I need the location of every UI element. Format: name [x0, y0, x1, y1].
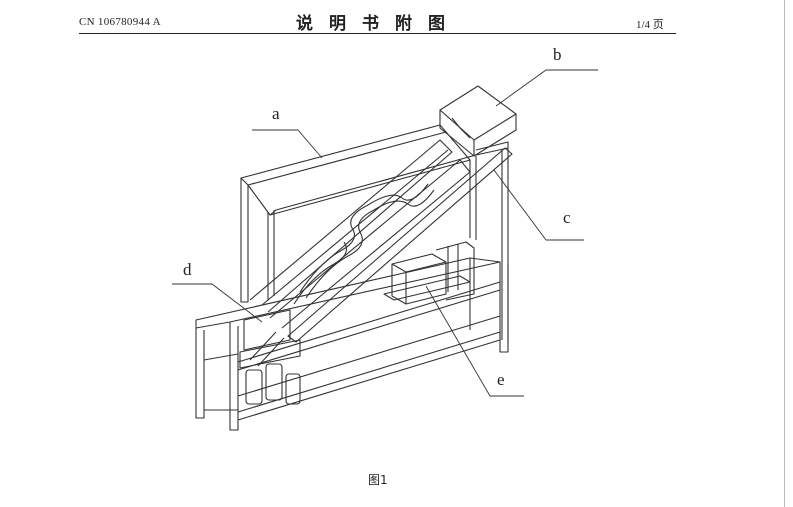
callout-b: b: [553, 45, 562, 64]
page-edge: [784, 0, 785, 507]
callout-e: e: [497, 370, 505, 389]
page-indicator: 1/4 页: [636, 19, 664, 31]
leader-lines: [172, 69, 598, 397]
chute-assembly: [249, 139, 471, 367]
callout-d: d: [183, 260, 192, 279]
header-rule: [79, 33, 676, 34]
publication-number: CN 106780944 A: [79, 16, 161, 28]
tank-assembly: [239, 309, 301, 405]
callout-c: c: [563, 208, 571, 227]
section-title: 说明书附图: [296, 14, 461, 34]
feeder-box: [439, 85, 517, 157]
motor-box: [383, 241, 475, 305]
base-frame: [195, 257, 509, 431]
callout-a: a: [272, 104, 280, 123]
diagonal-brace: [287, 147, 513, 343]
figure-caption: 图1: [368, 473, 388, 487]
